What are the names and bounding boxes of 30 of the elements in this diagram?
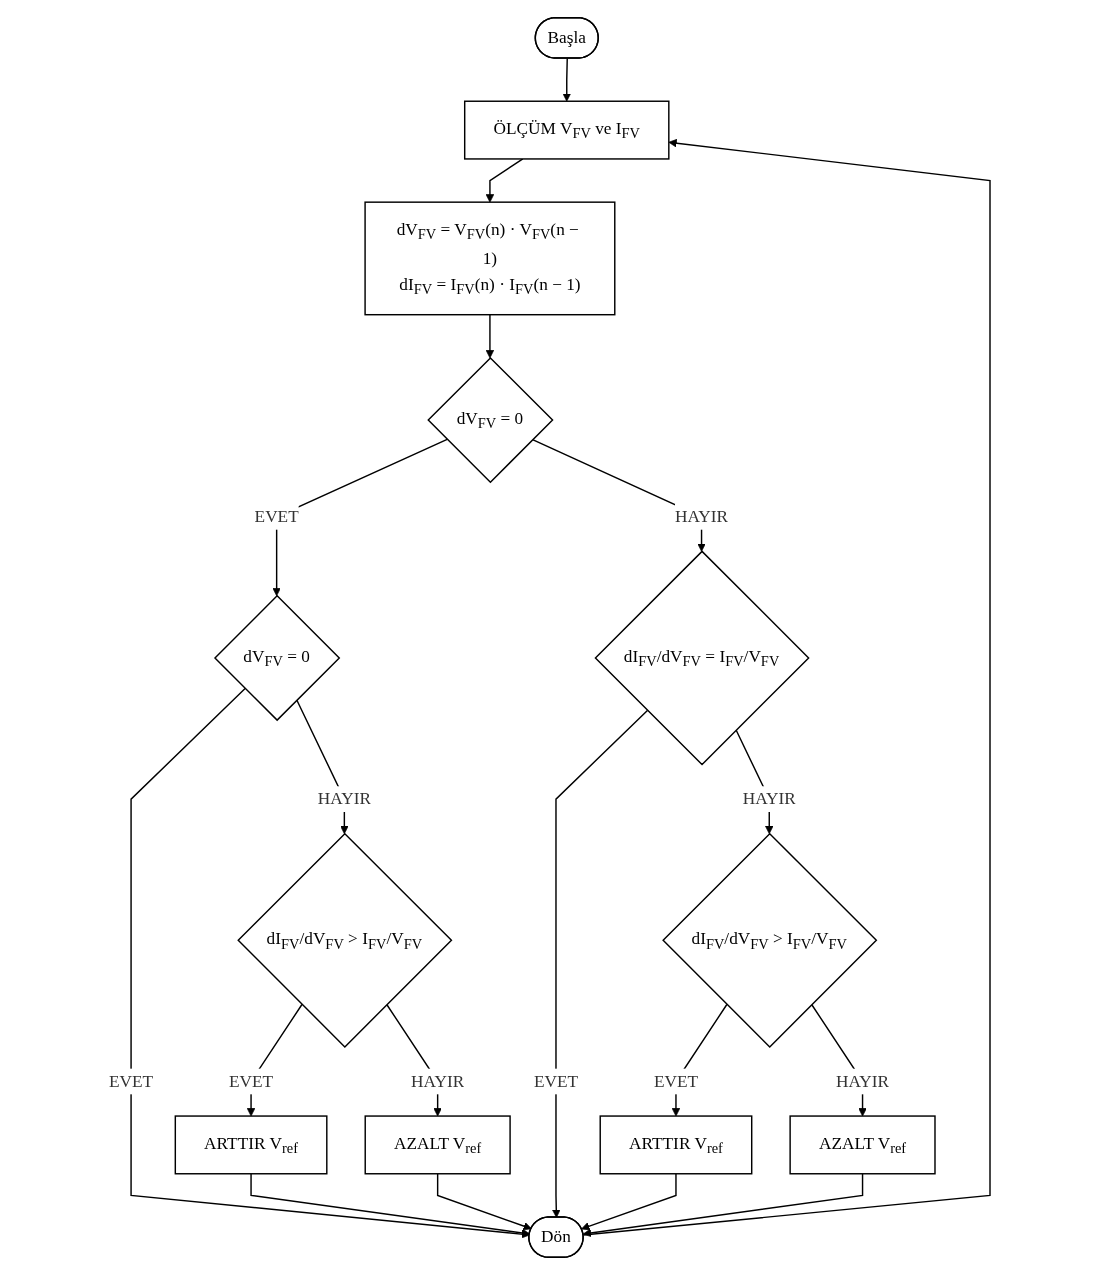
edge-label: HAYIR [742,789,796,809]
node-box: dV$_{FV}$ = V$_{FV}$(n) · V$_{FV}$(n − 1) dI$_{FV}$ = I$_{FV}$(n) · I$_{FV}$(n − 1) [364,201,616,316]
node-box: ÖLÇÜM V$_{FV}$ ve I$_{FV}$ [463,100,670,160]
arrow [485,313,495,359]
edge-label: HAYIR [674,506,729,526]
arrow [582,138,991,1236]
edge-label: HAYIR [835,1071,890,1091]
arrow [562,57,571,102]
edge-label: EVET [653,1071,699,1091]
node-diamond: dI$_{FV}$/dV$_{FV}$ = I$_{FV}$/V$_{FV}$ [594,550,810,766]
node-box: AZALT V$_{ref}$ [789,1115,936,1175]
arrow [436,1173,532,1231]
arrow [130,687,530,1239]
edge-label: EVET [228,1071,274,1091]
node-diamond: dV$_{FV}$ = 0 [427,356,554,484]
node-box: ARTTIR V$_{ref}$ [599,1115,753,1175]
arrow [581,1173,677,1231]
node-diamond: dV$_{FV}$ = 0 [213,594,341,722]
edge-label: EVET [108,1071,154,1091]
arrow [552,709,649,1218]
node-diamond: dI$_{FV}$/dV$_{FV}$ > I$_{FV}$/V$_{FV}$ [237,832,453,1048]
edge-label: EVET [254,506,299,526]
node-diamond: dI$_{FV}$/dV$_{FV}$ > I$_{FV}$/V$_{FV}$ [662,832,878,1048]
edge-label: HAYIR [411,1071,465,1091]
edge-label: EVET [533,1071,579,1091]
arrow [582,1173,864,1238]
arrow [485,158,524,203]
node-box: AZALT V$_{ref}$ [364,1115,511,1175]
node-box: ARTTIR V$_{ref}$ [174,1115,328,1175]
edge-label: HAYIR [317,789,371,809]
